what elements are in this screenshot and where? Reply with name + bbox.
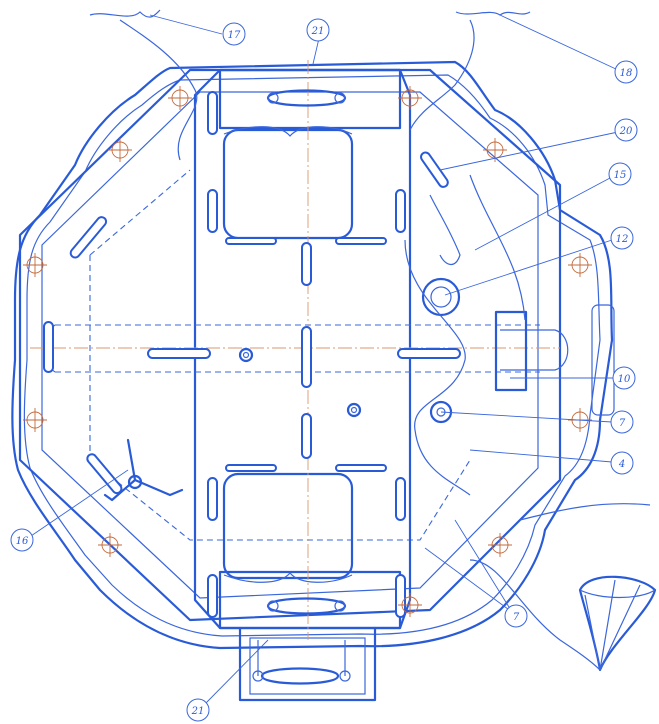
callout-16: 16 <box>10 528 34 552</box>
leader-lines <box>27 14 619 705</box>
lower-opening-flap <box>223 572 353 583</box>
upper-floor-opening <box>222 128 354 240</box>
pocket-panel <box>494 310 528 392</box>
callout-20: 20 <box>614 118 638 142</box>
dashed-frame <box>89 169 471 541</box>
svg-text:12: 12 <box>616 234 629 245</box>
svg-text:16: 16 <box>16 536 29 547</box>
callout-10: 10 <box>612 366 636 390</box>
lanyard-right <box>409 19 475 131</box>
knot-left <box>89 9 161 18</box>
svg-text:7: 7 <box>513 612 520 623</box>
svg-text:7: 7 <box>619 418 626 429</box>
svg-text:17: 17 <box>228 30 241 41</box>
svg-text:15: 15 <box>614 170 627 181</box>
callout-7-bottom: 7 <box>504 604 528 628</box>
right-tab <box>500 329 569 371</box>
lanyard-left <box>119 19 198 161</box>
handhold-slots <box>43 91 461 618</box>
upper-opening-flap <box>223 126 353 137</box>
sea-anchor-lines <box>579 579 656 671</box>
callout-4: 4 <box>610 451 634 475</box>
svg-text:4: 4 <box>618 459 625 470</box>
callout-21-bottom: 21 <box>186 698 210 722</box>
lower-floor-opening <box>222 472 354 580</box>
lanyard-coil <box>429 174 526 321</box>
horizontal-strip <box>43 324 540 373</box>
sea-anchor-drogue <box>578 575 657 672</box>
svg-text:10: 10 <box>618 374 631 385</box>
board-top-panel <box>218 68 402 130</box>
knot-right <box>455 11 531 16</box>
callout-12: 12 <box>610 226 634 250</box>
curved-zone <box>404 239 471 496</box>
outer-tube-outline <box>11 60 614 650</box>
bottom-extension-inner <box>249 637 366 695</box>
callout-7-right: 7 <box>610 410 634 434</box>
callout-21-top: 21 <box>306 18 330 42</box>
inner-tube-outline <box>23 74 601 637</box>
valves <box>238 277 461 424</box>
callout-15: 15 <box>608 162 632 186</box>
callout-17: 17 <box>222 22 246 46</box>
pump-hub <box>127 474 143 490</box>
inner-octagon <box>41 91 539 599</box>
board-bottom-panel <box>218 570 402 630</box>
bottom-extension <box>238 626 377 702</box>
svg-text:18: 18 <box>620 68 633 79</box>
hand-pump <box>103 438 184 502</box>
right-pouch <box>591 304 615 416</box>
svg-text:21: 21 <box>311 26 325 37</box>
svg-text:20: 20 <box>619 126 633 137</box>
floor-octagon <box>18 68 562 622</box>
mounting-points <box>23 86 592 617</box>
sea-anchor-rope <box>469 503 651 671</box>
carry-handles <box>252 89 351 685</box>
svg-text:21: 21 <box>191 706 205 717</box>
callout-18: 18 <box>614 60 638 84</box>
